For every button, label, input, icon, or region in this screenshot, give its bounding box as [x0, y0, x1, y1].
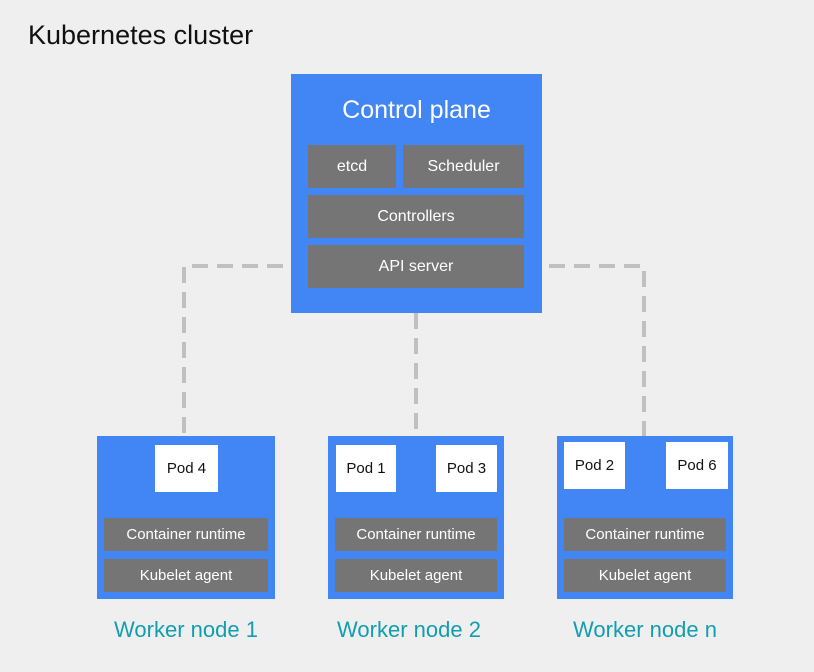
kubelet-agent-box: Kubelet agent [104, 559, 268, 592]
controllers-box: Controllers [308, 195, 524, 238]
pod-box: Pod 4 [155, 445, 218, 492]
etcd-box: etcd [308, 145, 396, 188]
kubelet-agent-box: Kubelet agent [335, 559, 497, 592]
worker-node-1: Pod 4 Container runtime Kubelet agent [97, 436, 275, 599]
control-plane-label: Control plane [342, 96, 491, 124]
container-runtime-box: Container runtime [104, 518, 268, 551]
connector-to-worker-node-1 [182, 264, 308, 436]
kubelet-agent-box: Kubelet agent [564, 559, 726, 592]
api-server-box: API server [308, 245, 524, 288]
worker-node-2: Pod 1 Pod 3 Container runtime Kubelet ag… [328, 436, 504, 599]
worker-node-1-label: Worker node 1 [114, 617, 258, 642]
connector-to-worker-node-n [524, 264, 646, 436]
pod-box: Pod 1 [336, 445, 396, 492]
pod-box: Pod 3 [436, 445, 497, 492]
scheduler-box: Scheduler [403, 145, 524, 188]
pod-box: Pod 6 [666, 442, 728, 489]
container-runtime-box: Container runtime [564, 518, 726, 551]
diagram-title: Kubernetes cluster [28, 20, 254, 50]
worker-node-2-label: Worker node 2 [337, 617, 481, 642]
container-runtime-box: Container runtime [335, 518, 497, 551]
worker-node-n: Pod 2 Pod 6 Container runtime Kubelet ag… [557, 436, 733, 599]
pod-box: Pod 2 [564, 442, 625, 489]
worker-node-n-label: Worker node n [573, 617, 717, 642]
control-plane: Control plane etcd Scheduler Controllers… [291, 74, 542, 313]
